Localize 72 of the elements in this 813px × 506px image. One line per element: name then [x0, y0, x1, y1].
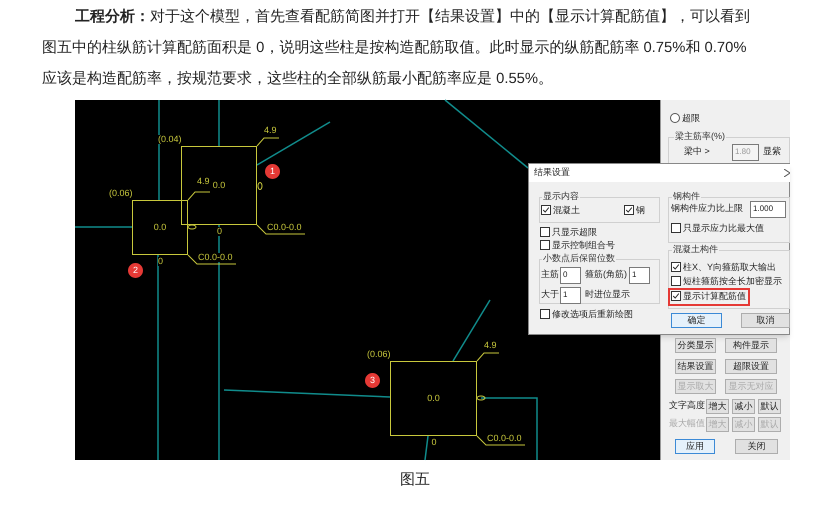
value-label: (0.06) — [109, 189, 133, 198]
column-outline — [132, 200, 188, 255]
radio-button: 超限 — [670, 112, 700, 124]
button: 减小 — [732, 398, 755, 414]
leader-line — [256, 224, 306, 234]
button: 增大 — [706, 416, 729, 432]
button: 确定 — [671, 312, 722, 328]
button: 显示无对应 — [725, 378, 777, 394]
analysis-paragraph: 工程分析：对于这个模型，首先查看配筋简图并打开【结果设置】中的【显示计算配筋值】，可以看到图五中的柱纵筋计算配筋面积是 0，说明这些柱是按构造配筋取值。此时显示的纵筋配筋率 0.75%和 0.70%应该是构造配筋率，按规范要求，这些柱的全部纵筋最小配筋率应是 0.55%。 — [42, 8, 751, 89]
value-label: C0.0-0.0 — [487, 434, 522, 443]
value-label: (0.04) — [158, 135, 182, 144]
value-label: C0.0-0.0 — [267, 223, 302, 232]
value-label: 4.9 — [264, 126, 277, 135]
area-value: 0.0 — [154, 223, 166, 232]
leader-line — [476, 352, 500, 362]
field-label: 时进位显示 — [585, 290, 630, 299]
checkbox: 短柱箍筋按全长加密显示 — [671, 275, 782, 287]
leader-line — [188, 192, 210, 200]
value-label: 4.9 — [484, 341, 497, 350]
field-label: 钢构件应力比上限 — [671, 204, 743, 213]
button: 关闭 — [735, 438, 778, 454]
value-label: 0 — [158, 257, 164, 266]
input-field: 1.80 — [732, 144, 759, 160]
button: 分类显示 — [675, 338, 716, 352]
value-label: (0.06) — [367, 350, 391, 359]
group-title: 显示内容 — [542, 192, 580, 201]
button: 超限设置 — [725, 358, 777, 374]
group-title: 小数点后保留位数 — [542, 254, 616, 263]
checkbox: 显示控制组合号 — [540, 239, 615, 251]
column-outline — [181, 146, 257, 225]
value-label: 0 — [432, 438, 437, 447]
leader-line — [188, 254, 236, 264]
area-value: 0.0 — [427, 394, 440, 403]
input-field: 1 — [560, 286, 581, 304]
dialog-title: 结果设置 — [534, 168, 570, 177]
field-label: 显紫 — [763, 147, 781, 156]
checkbox: 只显示应力比最大值 — [671, 222, 764, 234]
field-label: 最大幅值 — [669, 419, 705, 428]
checkbox: 只显示超限 — [540, 226, 597, 238]
input-field: 0 — [560, 266, 581, 284]
button: 应用 — [675, 438, 715, 454]
button: 默认 — [758, 398, 781, 414]
checkbox: 混凝土 — [541, 204, 580, 216]
area-value: 0.0 — [212, 181, 226, 190]
leader-line — [256, 138, 280, 146]
button: 默认 — [758, 416, 781, 432]
field-label: 大于 — [541, 290, 559, 299]
button: 增大 — [706, 398, 729, 414]
checkbox: 柱X、Y向箍筋取大输出 — [671, 261, 776, 273]
field-label: 箍筋(角筋) — [585, 270, 627, 279]
figure-caption: 图五 — [400, 472, 430, 487]
checkbox: 修改选项后重新绘图 — [540, 308, 633, 320]
column-outline — [390, 361, 477, 436]
input-field: 1.000 — [750, 200, 786, 218]
input-field: 1 — [629, 266, 650, 284]
button: 结果设置 — [675, 358, 716, 374]
value-label: C0.0-0.0 — [198, 253, 233, 262]
group-title: 钢构件 — [672, 192, 701, 201]
checkbox: 显示计算配筋值 — [671, 290, 746, 302]
field-label: 文字高度 — [669, 401, 705, 410]
group-title: 梁主筋率(%) — [674, 132, 726, 141]
value-label: 4.9 — [197, 177, 210, 186]
button: 减小 — [732, 416, 755, 432]
button: 取消 — [741, 312, 790, 328]
value-label: 0 — [217, 227, 222, 236]
group-title: 混凝土构件 — [672, 245, 719, 254]
leader-line — [476, 436, 526, 446]
field-label: 梁中 > — [684, 147, 710, 156]
field-label: 主筋 — [541, 270, 559, 279]
button: 构件显示 — [725, 338, 777, 352]
checkbox: 钢 — [624, 204, 645, 216]
button: 显示取大 — [675, 378, 716, 394]
